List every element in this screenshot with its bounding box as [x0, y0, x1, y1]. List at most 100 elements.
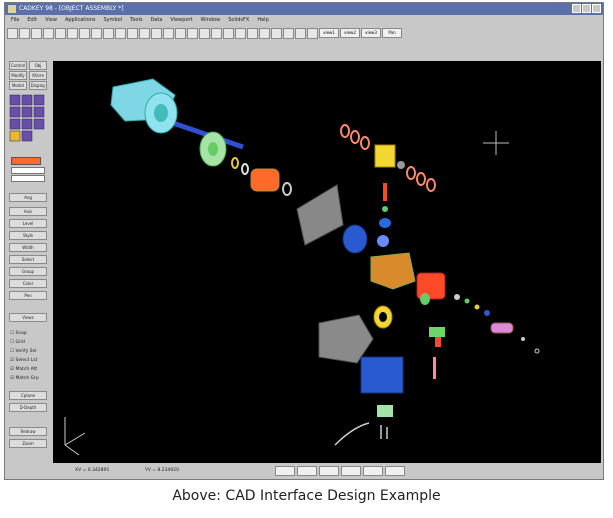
circle-icon[interactable] [151, 27, 162, 39]
angle-bracket [370, 252, 416, 290]
display-tab[interactable]: Display [29, 81, 47, 90]
washer-2 [241, 163, 249, 175]
check-verify[interactable]: ☐ Verify Sel [10, 349, 37, 354]
views-button[interactable]: Views [9, 313, 47, 322]
color-button[interactable]: Color [9, 279, 47, 288]
status-button-2[interactable] [297, 466, 317, 476]
check-select-list[interactable]: ☑ Select Lst [10, 358, 38, 363]
title-bar: CADKEY 98 - [OBJECT ASSEMBLY *] [5, 3, 603, 15]
menu-applications[interactable]: Applications [64, 17, 96, 23]
select-button[interactable]: Select [9, 255, 47, 264]
polygon-icon[interactable] [163, 27, 174, 39]
view1-button[interactable]: view1 [319, 28, 339, 38]
menu-file[interactable]: File [11, 17, 20, 23]
minimize-button[interactable] [572, 4, 581, 13]
menu-data[interactable]: Data [150, 17, 163, 23]
ang-button[interactable]: Ang [9, 193, 47, 202]
fastener-chain [454, 294, 490, 316]
hatch-icon[interactable] [235, 27, 246, 39]
window-title: CADKEY 98 - [OBJECT ASSEMBLY *] [19, 5, 124, 12]
cplane-button[interactable]: Cplane [9, 391, 47, 400]
o-ring-set-2 [406, 166, 436, 192]
dimension-icon[interactable] [211, 27, 222, 39]
ddepth-button[interactable]: D-Depth [9, 403, 47, 412]
measure-icon[interactable] [271, 27, 282, 39]
status-button-3[interactable] [319, 466, 339, 476]
pan-button[interactable]: Pan [382, 28, 402, 38]
blue-block [360, 356, 404, 394]
menu-solidsfx[interactable]: SolidsFX [228, 17, 250, 23]
base-plate [296, 184, 344, 246]
note-icon[interactable] [223, 27, 234, 39]
modify-tab[interactable]: Modify [9, 71, 27, 80]
menu-symbol[interactable]: Symbol [103, 17, 123, 23]
pulley-hub [208, 142, 218, 156]
drawing-viewport[interactable] [53, 61, 601, 463]
render-icon[interactable] [283, 27, 294, 39]
paste-icon[interactable] [79, 27, 90, 39]
redo-icon[interactable] [103, 27, 114, 39]
open-icon[interactable] [19, 27, 30, 39]
xform-tab[interactable]: Xform [29, 71, 47, 80]
cable [334, 422, 370, 446]
menu-viewport[interactable]: Viewport [170, 17, 193, 23]
point-icon[interactable] [115, 27, 126, 39]
tool-palette[interactable] [7, 93, 49, 143]
zoom-button[interactable]: Zoom [9, 439, 47, 448]
status-button-5[interactable] [363, 466, 383, 476]
obj-tab[interactable]: Obj [29, 61, 47, 70]
end-ring [534, 348, 540, 354]
line-icon[interactable] [127, 27, 138, 39]
layer-icon[interactable] [247, 27, 258, 39]
grey-housing [318, 314, 374, 364]
cut-icon[interactable] [55, 27, 66, 39]
group-button[interactable]: Group [9, 267, 47, 276]
red-stem [435, 337, 441, 347]
menu-edit[interactable]: Edit [27, 17, 38, 23]
status-button-4[interactable] [341, 466, 361, 476]
new-icon[interactable] [7, 27, 18, 39]
fillet-icon[interactable] [187, 27, 198, 39]
menu-tools[interactable]: Tools [130, 17, 143, 23]
undo-icon[interactable] [91, 27, 102, 39]
close-button[interactable] [592, 4, 601, 13]
control-tab[interactable]: Control [9, 61, 27, 70]
view3-button[interactable]: view3 [361, 28, 381, 38]
axis-triad [64, 417, 86, 456]
pan-icon[interactable] [307, 27, 318, 39]
save-icon[interactable] [31, 27, 42, 39]
color-icon[interactable] [259, 27, 270, 39]
option-checklist: ☐ Snap ☐ Grid ☐ Verify Sel ☑ Select Lst … [10, 329, 39, 383]
width-button[interactable]: Width [9, 243, 47, 252]
style-button[interactable]: Style [9, 231, 47, 240]
spline-icon[interactable] [175, 27, 186, 39]
check-snap[interactable]: ☐ Snap [10, 331, 27, 336]
model-tab[interactable]: Model [9, 81, 27, 90]
maximize-button[interactable] [582, 4, 591, 13]
check-match-grp[interactable]: ☑ Match Grp [10, 376, 39, 381]
axis-button[interactable]: Axis [9, 207, 47, 216]
value-field-2[interactable] [11, 175, 45, 182]
copy-icon[interactable] [67, 27, 78, 39]
menu-view[interactable]: View [45, 17, 57, 23]
status-button-6[interactable] [385, 466, 405, 476]
zoom-icon[interactable] [295, 27, 306, 39]
pen-button[interactable]: Pen [9, 291, 47, 300]
arc-icon[interactable] [139, 27, 150, 39]
value-field-1[interactable] [11, 167, 45, 174]
menu-help[interactable]: Help [257, 17, 269, 23]
active-color-swatch[interactable] [11, 157, 41, 165]
print-icon[interactable] [43, 27, 54, 39]
flange-hub [154, 104, 168, 122]
trim-icon[interactable] [199, 27, 210, 39]
redraw-button[interactable]: Redraw [9, 427, 47, 436]
check-grid[interactable]: ☐ Grid [10, 340, 25, 345]
green-tee [429, 327, 445, 337]
level-button[interactable]: Level [9, 219, 47, 228]
check-match-att[interactable]: ☑ Match Att [10, 367, 38, 372]
menu-window[interactable]: Window [200, 17, 221, 23]
o-ring-set-1 [340, 124, 370, 150]
view2-button[interactable]: view2 [340, 28, 360, 38]
gearbox [416, 272, 446, 300]
status-button-1[interactable] [275, 466, 295, 476]
